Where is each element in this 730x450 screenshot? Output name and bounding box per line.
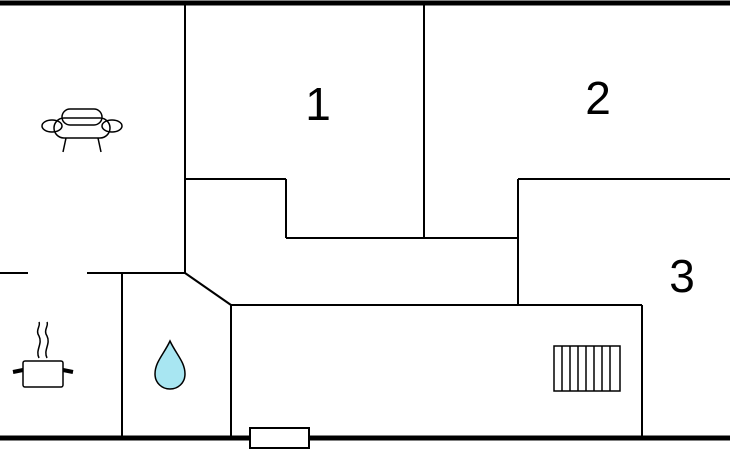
door-icon [249, 427, 310, 449]
water-drop-icon [154, 339, 186, 390]
cooking-pot-icon [12, 321, 74, 388]
interior-walls [0, 3, 730, 438]
room-2-label: 2 [585, 72, 611, 124]
room-3-label: 3 [669, 250, 695, 302]
room-1-label: 1 [305, 78, 331, 130]
radiator-icon [553, 345, 621, 392]
sofa-icon [41, 108, 123, 153]
